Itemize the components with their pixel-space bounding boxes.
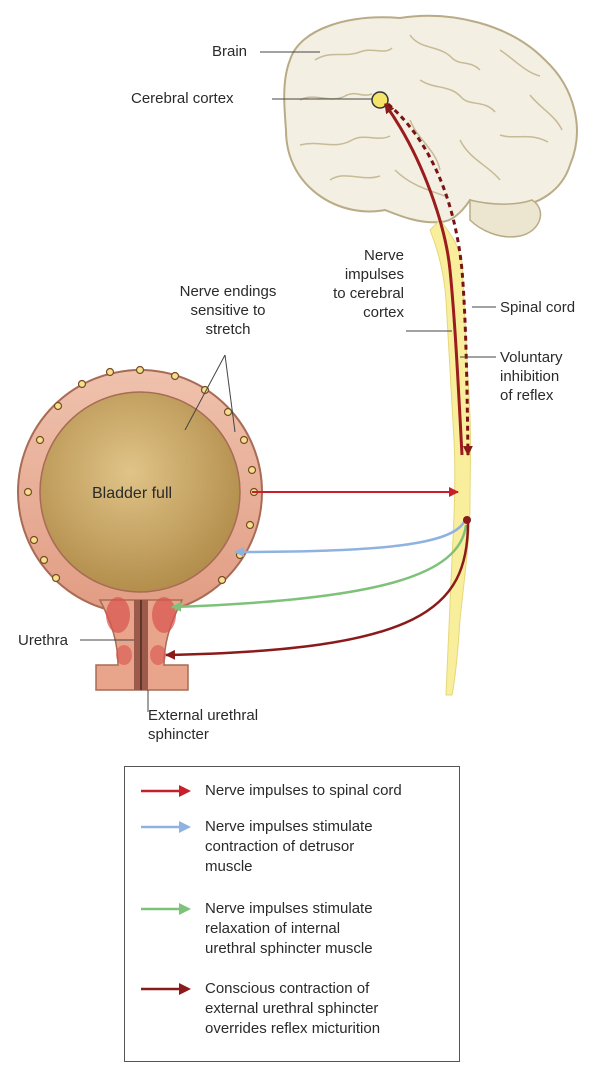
- label-cerebral-cortex: Cerebral cortex: [131, 89, 234, 108]
- label-brain: Brain: [212, 42, 247, 61]
- label-external-sphincter: External urethral sphincter: [148, 706, 258, 744]
- label-bladder-full: Bladder full: [92, 484, 172, 503]
- brain-illustration: [284, 16, 577, 237]
- label-nerve-endings: Nerve endings sensitive to stretch: [158, 282, 298, 339]
- blue-arrow-detrusor: [235, 520, 465, 552]
- spinal-synapse-dot: [463, 516, 471, 524]
- legend-box: Nerve impulses to spinal cord Nerve impu…: [124, 766, 460, 1062]
- label-urethra: Urethra: [18, 631, 68, 650]
- label-spinal-cord: Spinal cord: [500, 298, 575, 317]
- legend-darkred-arrow-icon: [141, 982, 191, 996]
- legend-green-arrow-icon: [141, 902, 191, 916]
- label-nerve-impulses-cortex: Nerve impulses to cerebral cortex: [300, 246, 404, 322]
- label-voluntary-inhibition: Voluntary inhibition of reflex: [500, 348, 563, 405]
- legend-red-arrow-icon: [141, 784, 191, 798]
- legend-blue-arrow-icon: [141, 820, 191, 834]
